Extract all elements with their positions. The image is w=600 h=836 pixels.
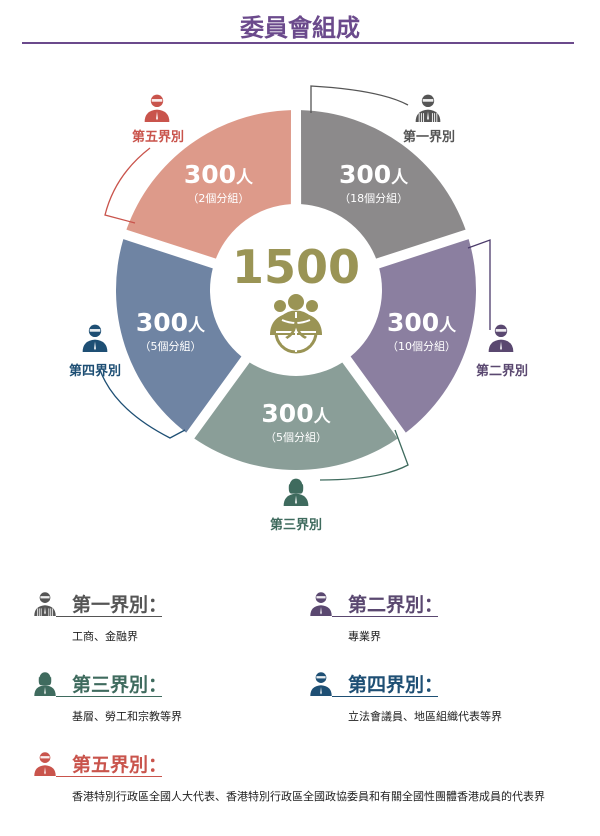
segment-count: 300人: [362, 307, 482, 340]
legend-colon: ：: [148, 754, 168, 776]
segment-count: 300人: [314, 161, 434, 192]
official-icon: [308, 670, 334, 700]
segment-count-value: 300: [386, 307, 440, 337]
connector-sector-1: [310, 85, 409, 113]
legend-colon: ：: [148, 674, 168, 696]
segment-label-5: 300人（2個分組）: [158, 161, 278, 206]
worker-woman-icon: [32, 670, 58, 700]
official-icon: [80, 322, 110, 356]
total-members: 1500 人: [226, 240, 366, 348]
connector-sector-5: [104, 147, 151, 224]
segment-label-3: 300人（5個分組）: [236, 400, 356, 445]
donut-segment-5: [126, 110, 292, 259]
donut-chart: [99, 85, 491, 481]
total-unit: 人: [284, 318, 307, 343]
segment-count-value: 300: [261, 399, 314, 428]
businessman-icon: [32, 590, 58, 620]
segment-count-value: 300: [183, 160, 236, 190]
professional-icon: [486, 322, 516, 356]
connector-sector-2: [467, 239, 491, 330]
segment-count-unit: 人: [236, 168, 253, 189]
legend-heading: 第五界別：: [72, 750, 167, 777]
segment-count-unit: 人: [439, 315, 457, 336]
outer-label-sector-2: 第二界別: [475, 364, 528, 379]
delegate-icon: [142, 92, 172, 126]
legend-heading: 第一界別：: [72, 590, 167, 617]
title-divider: [22, 42, 574, 44]
donut-segment-3: [194, 362, 398, 470]
legend-underline: [56, 616, 162, 617]
segment-count: 300人: [158, 161, 278, 192]
businessman-icon: [413, 92, 443, 126]
legend-description: 香港特別行政區全國人大代表、香港特別行政區全國政協委員和有關全國性團體香港成員的…: [72, 790, 545, 803]
segment-groups: （5個分組）: [265, 431, 327, 444]
outer-label-sector-3: 第三界別: [269, 518, 322, 533]
segment-label-2: 300人（10個分組）: [362, 307, 482, 354]
legend-sector-name: 第二界別: [348, 594, 425, 616]
segment-count-unit: 人: [391, 168, 409, 189]
legend-description: 專業界: [348, 630, 381, 643]
legend-underline: [332, 696, 438, 697]
delegate-icon: [32, 750, 58, 780]
segment-count-value: 300: [135, 307, 189, 337]
donut-segment-1: [300, 110, 466, 259]
segment-groups: （5個分組）: [139, 339, 202, 353]
legend-heading: 第三界別：: [72, 670, 167, 697]
legend-underline: [56, 696, 162, 697]
connector-sector-4: [99, 369, 186, 439]
total-number: 1500: [231, 240, 361, 294]
outer-label-sector-1: 第一界別: [402, 130, 455, 145]
segment-groups: （2個分組）: [187, 192, 250, 206]
people-globe-icon: [270, 294, 322, 354]
donut-hole: [212, 206, 380, 374]
page-title: 委員會組成: [240, 14, 360, 42]
legend-underline: [332, 616, 438, 617]
segment-count-unit: 人: [313, 407, 331, 427]
legend-heading: 第二界別：: [348, 590, 443, 617]
legend-colon: ：: [424, 674, 444, 696]
donut-segment-2: [350, 239, 477, 433]
legend-sector-name: 第五界別: [72, 754, 149, 776]
legend-colon: ：: [148, 594, 168, 616]
legend-sector-name: 第四界別: [348, 674, 425, 696]
legend-description: 基層、勞工和宗教等界: [72, 710, 182, 723]
connector-sector-3: [319, 429, 409, 481]
legend-heading: 第四界別：: [348, 670, 443, 697]
professional-icon: [308, 590, 334, 620]
segment-count-unit: 人: [188, 315, 206, 336]
legend-underline: [56, 776, 162, 777]
legend-sector-name: 第一界別: [72, 594, 149, 616]
segment-count: 300人: [110, 307, 230, 340]
segment-count: 300人: [236, 400, 356, 431]
segment-groups: （18個分組）: [339, 192, 409, 206]
segment-label-1: 300人（18個分組）: [314, 161, 434, 206]
donut-segment-4: [115, 239, 242, 433]
worker-woman-icon: [281, 476, 311, 510]
segment-count-value: 300: [338, 160, 392, 190]
legend-description: 工商、金融界: [72, 630, 138, 643]
legend-sector-name: 第三界別: [72, 674, 149, 696]
legend-colon: ：: [424, 594, 444, 616]
legend-description: 立法會議員、地區組織代表等界: [348, 710, 502, 723]
outer-label-sector-4: 第四界別: [68, 364, 121, 379]
outer-label-sector-5: 第五界別: [131, 130, 184, 145]
segment-label-4: 300人（5個分組）: [110, 307, 230, 354]
segment-groups: （10個分組）: [387, 339, 457, 353]
